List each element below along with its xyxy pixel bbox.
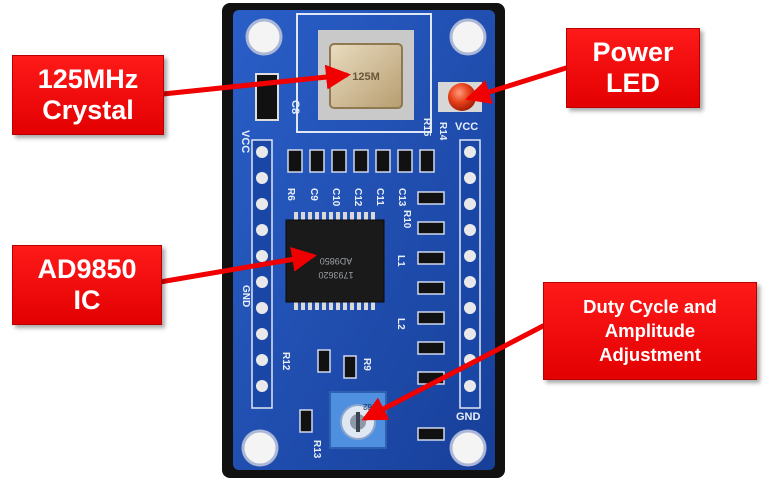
callout-crystal-line2: Crystal (42, 95, 134, 125)
silk-c12: C12 (352, 188, 363, 207)
silk-c10: C10 (330, 188, 341, 207)
chip-marking-2: 1793620 (318, 270, 353, 280)
crystal-outline (296, 13, 432, 133)
callout-duty-cycle: Duty Cycle and Amplitude Adjustment (543, 282, 757, 380)
arrow-crystal (160, 64, 351, 97)
silk-c11: C11 (374, 188, 385, 206)
left-header-pins (251, 139, 273, 409)
arrow-power-led (465, 65, 569, 104)
crystal-marking: 125M (352, 71, 380, 83)
silk-r14: R14 (437, 122, 448, 141)
lower-passives (299, 349, 357, 433)
top-passives (287, 149, 435, 173)
callout-ic: AD9850 IC (12, 245, 162, 325)
chip-marking-1: AD9850 (320, 256, 353, 266)
callout-power-line2: LED (606, 68, 660, 98)
silk-c8: C8 (289, 100, 301, 114)
silk-r10: R10 (401, 210, 412, 229)
arrow-ic (157, 247, 317, 285)
silk-r6: R6 (285, 188, 296, 201)
callout-duty-line3: Adjustment (599, 344, 701, 366)
callout-duty-line1: Duty Cycle and (583, 295, 717, 317)
arrow-duty (361, 323, 546, 421)
callout-crystal-line1: 125MHz (37, 63, 139, 94)
silk-l1: L1 (395, 255, 406, 267)
silk-vcc-right: VCC (455, 121, 478, 133)
callout-duty-line2: Amplitude (604, 319, 696, 341)
mounting-holes (241, 18, 487, 467)
silk-c13: C13 (396, 188, 407, 207)
callout-ic-line1: AD9850 (37, 253, 137, 284)
callout-ic-line2: IC (73, 285, 101, 315)
silk-c9: C9 (308, 188, 319, 201)
silk-r13: R13 (311, 440, 322, 459)
silk-gnd-right: GND (456, 411, 481, 423)
callout-power-line1: Power (592, 36, 674, 67)
silk-r15: R15 (421, 118, 432, 137)
silk-r12: R12 (280, 352, 291, 371)
callout-crystal: 125MHz Crystal (12, 55, 164, 135)
potentiometer (329, 391, 387, 449)
ad9850-chip (285, 212, 385, 310)
right-header-pins (459, 139, 481, 409)
silk-r9: R9 (361, 358, 372, 371)
silk-l2: L2 (395, 318, 406, 330)
silk-gnd-left: GND (240, 285, 251, 307)
silk-vcc-left: VCC (239, 130, 251, 153)
callout-power-led: Power LED (566, 28, 700, 108)
callout-arrows (157, 64, 569, 421)
